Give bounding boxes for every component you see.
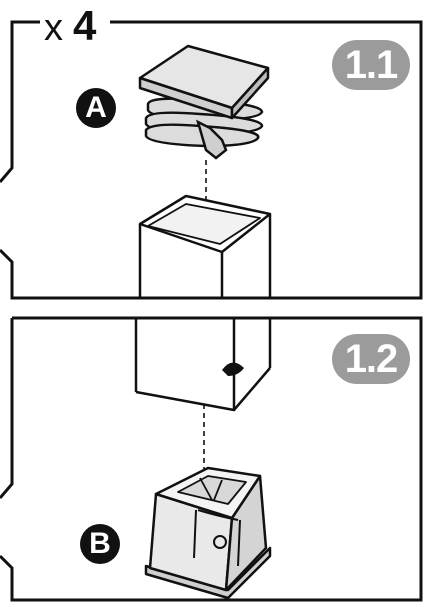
part-a-cap-illustration <box>140 46 268 158</box>
part-b-foot-illustration <box>146 468 270 598</box>
quantity-label: x 4 <box>40 4 110 48</box>
step-badge-1-2: 1.2 <box>332 334 410 384</box>
lock-button <box>222 362 244 376</box>
part-label-a: A <box>76 88 116 128</box>
quantity-count: 4 <box>73 4 96 48</box>
step-badge-1-1: 1.1 <box>332 40 410 90</box>
tube-top-illustration <box>140 196 270 298</box>
part-label-b: B <box>80 524 120 564</box>
tube-bottom-illustration <box>136 318 270 410</box>
quantity-multiplier: x <box>44 6 63 50</box>
